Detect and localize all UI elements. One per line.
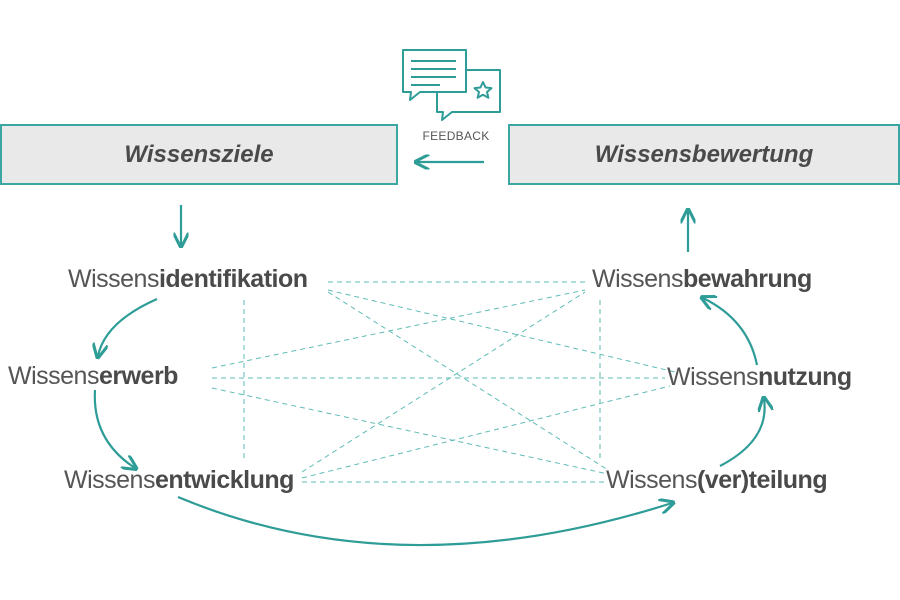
feedback-label: FEEDBACK bbox=[422, 129, 490, 143]
phase-entwicklung: Wissensentwicklung bbox=[64, 466, 294, 495]
dashed-line bbox=[327, 291, 609, 471]
dashed-line bbox=[211, 387, 609, 475]
phase-erwerb: Wissenserwerb bbox=[8, 362, 178, 391]
phase-nutzung: Wissensnutzung bbox=[667, 363, 852, 392]
arrow-verteilung-nutzung bbox=[719, 399, 765, 467]
arrow-identifikation-erwerb bbox=[98, 297, 158, 356]
wissensbewertung-box: Wissensbewertung bbox=[508, 124, 900, 185]
dashed-line bbox=[301, 291, 586, 473]
arrow-nutzung-bewahrung bbox=[703, 298, 759, 366]
phase-verteilung: Wissens(ver)teilung bbox=[606, 466, 828, 495]
phase-prefix: Wissens bbox=[606, 466, 697, 494]
wissensbewertung-label: Wissensbewertung bbox=[594, 140, 814, 168]
phase-prefix: Wissens bbox=[68, 265, 159, 293]
phase-suffix: bewahrung bbox=[682, 265, 812, 293]
phase-prefix: Wissens bbox=[667, 363, 758, 391]
phase-suffix: nutzung bbox=[757, 363, 852, 391]
phase-prefix: Wissens bbox=[8, 362, 99, 390]
dashed-line bbox=[301, 385, 671, 479]
arrow-entwicklung-verteilung bbox=[177, 495, 672, 547]
phase-suffix: identifikation bbox=[158, 265, 308, 293]
wissensziele-label: Wissensziele bbox=[124, 140, 274, 168]
phase-bewahrung: Wissensbewahrung bbox=[592, 265, 812, 294]
dashed-line bbox=[327, 289, 676, 373]
arrow-erwerb-entwicklung bbox=[93, 389, 135, 468]
wissensziele-box: Wissensziele bbox=[0, 124, 398, 185]
phase-prefix: Wissens bbox=[592, 265, 683, 293]
phase-suffix: (ver)teilung bbox=[696, 466, 828, 494]
phase-suffix: erwerb bbox=[98, 362, 178, 390]
phase-prefix: Wissens bbox=[64, 466, 155, 494]
flow-arrows bbox=[93, 162, 765, 547]
phase-suffix: entwicklung bbox=[154, 466, 294, 494]
chat-bubbles-star-icon bbox=[402, 49, 501, 121]
phase-identifikation: Wissensidentifikation bbox=[68, 265, 308, 294]
dashed-connections bbox=[211, 281, 676, 483]
dashed-line bbox=[211, 289, 586, 369]
